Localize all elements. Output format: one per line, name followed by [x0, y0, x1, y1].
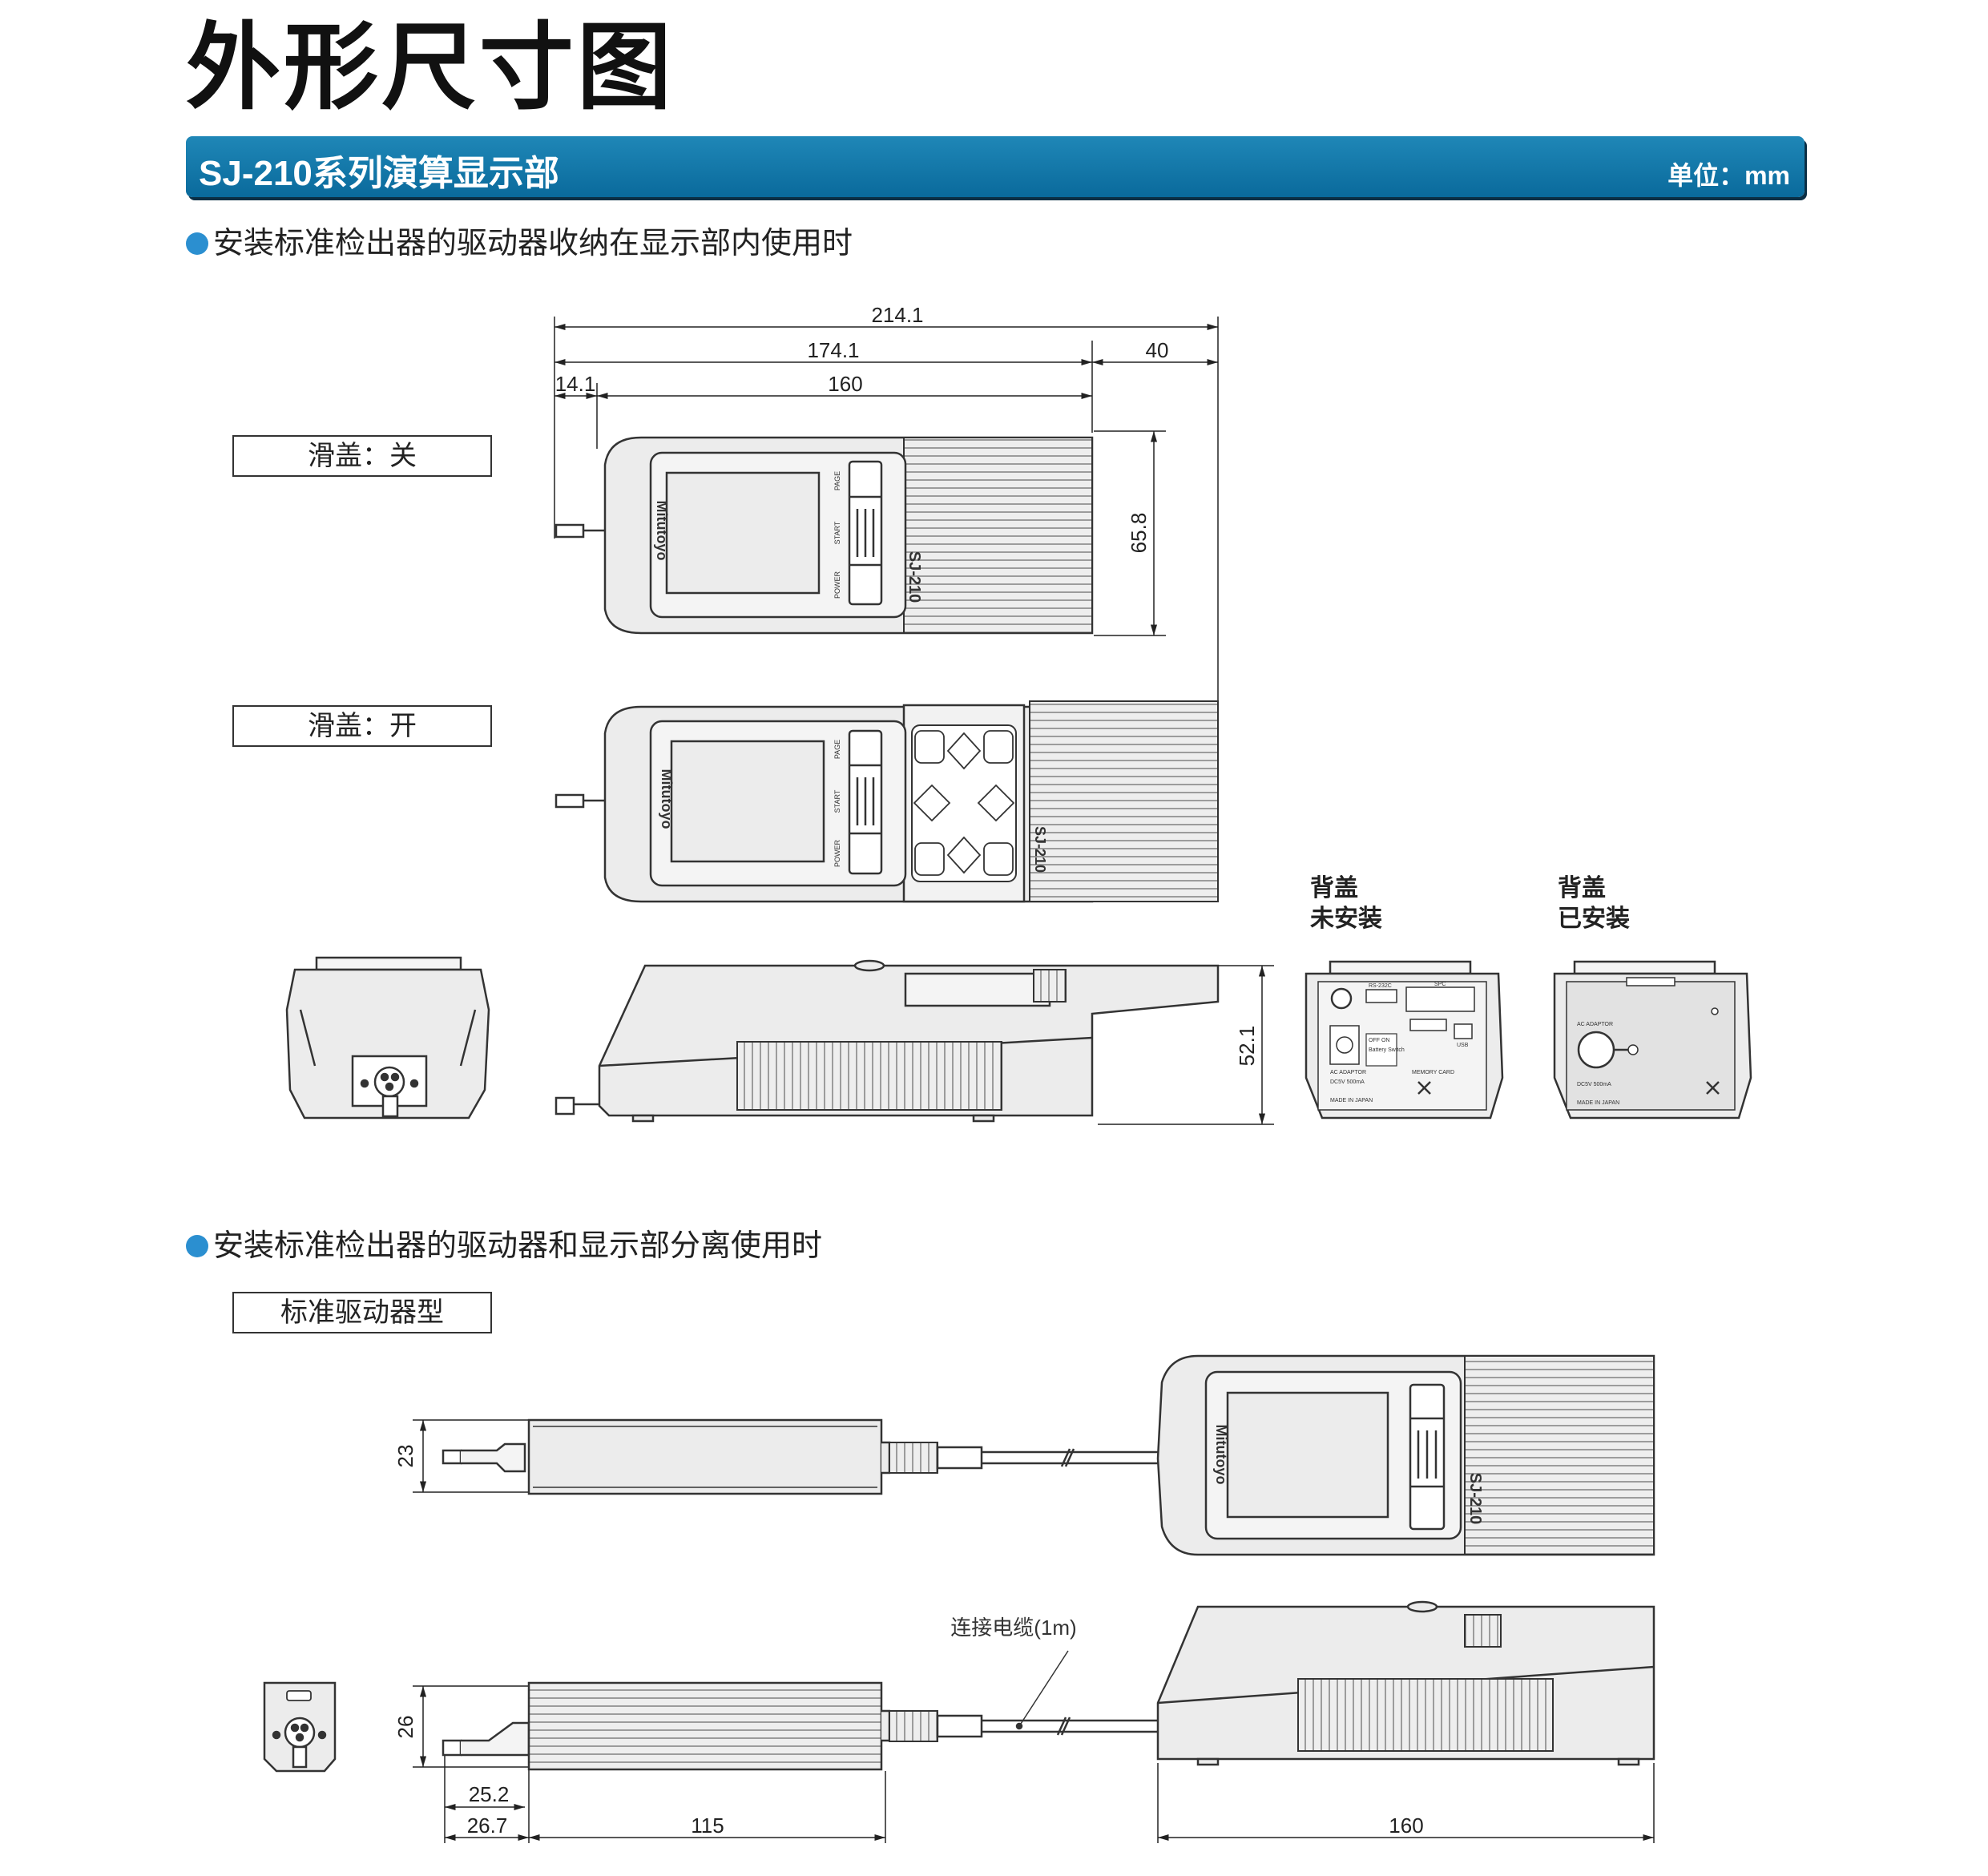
section2-heading-text: 安装标准检出器的驱动器和显示部分离使用时: [213, 1228, 823, 1263]
section2-heading: 安装标准检出器的驱动器和显示部分离使用时: [186, 1220, 822, 1265]
dimension-lines-section2: [413, 1419, 1655, 1843]
bullet-icon: [186, 1235, 208, 1257]
dim-214: 214.1: [871, 303, 923, 327]
unit-label: 单位：mm: [1667, 161, 1790, 190]
slide-open-label: 滑盖：开: [232, 705, 492, 747]
model-separated: SJ-210: [1466, 1473, 1484, 1525]
ac-adaptor-label-2: AC ADAPTOR: [1577, 1022, 1613, 1027]
rear-view-no-cover: [1304, 960, 1504, 1120]
dim-25: 25.2: [469, 1782, 510, 1806]
driver-top-view: [442, 1418, 1158, 1495]
rear-labels-no-cover: RS-232C SPC USB OFF ON Battery Switch AC…: [1330, 982, 1469, 1103]
brand-open: Mitutoyo: [659, 769, 675, 829]
rear-with-cover-label: 背盖 已安装: [1558, 873, 1630, 934]
dim-160: 160: [828, 372, 862, 396]
rear-with-cover-line1: 背盖: [1558, 874, 1606, 902]
rear-no-cover-line2: 未安装: [1310, 905, 1382, 933]
section1-heading-text: 安装标准检出器的驱动器收纳在显示部内使用时: [213, 225, 853, 260]
dim-160-b: 160: [1389, 1813, 1423, 1838]
dim-14: 14.1: [555, 372, 596, 396]
device-front-view: [285, 956, 490, 1120]
made-in-japan-2: MADE IN JAPAN: [1577, 1100, 1619, 1106]
rear-view-with-cover: [1553, 960, 1752, 1120]
section-bar: SJ-210系列演算显示部 单位：mm: [186, 136, 1805, 197]
section-bar-title: SJ-210系列演算显示部: [199, 154, 559, 193]
slide-closed-label: 滑盖：关: [232, 435, 492, 477]
dim-52: 52.1: [1235, 1026, 1259, 1067]
dim-26-7: 26.7: [467, 1813, 508, 1838]
driver-end-view: [263, 1681, 337, 1773]
page-title: 外形尺寸图: [186, 12, 675, 123]
page-closed: PAGE: [833, 471, 841, 490]
rs232-label: RS-232C: [1369, 983, 1392, 989]
rear-labels-with-cover: AC ADAPTOR DC5V 500mA MADE IN JAPAN: [1577, 1022, 1619, 1106]
dim-115: 115: [691, 1813, 724, 1838]
model-closed: SJ-210: [905, 551, 923, 603]
off-on-label: OFF ON: [1369, 1038, 1389, 1043]
rear-no-cover-line1: 背盖: [1310, 874, 1358, 902]
model-open: SJ-210: [1032, 826, 1048, 873]
memory-card-label: MEMORY CARD: [1412, 1070, 1454, 1075]
rear-with-cover-line2: 已安装: [1558, 905, 1630, 933]
dim-174: 174.1: [807, 338, 859, 362]
dim-26: 26: [393, 1716, 417, 1739]
standard-driver-label: 标准驱动器型: [232, 1292, 492, 1333]
start-open: START: [833, 789, 841, 813]
cable-label: 连接电缆(1m): [950, 1616, 1076, 1640]
dc-label-1: DC5V 500mA: [1330, 1079, 1365, 1085]
battery-switch-label: Battery Switch: [1369, 1047, 1405, 1053]
usb-label: USB: [1457, 1043, 1469, 1048]
spc-label: SPC: [1434, 982, 1446, 987]
dim-40: 40: [1146, 338, 1169, 362]
brand-closed: Mitutoyo: [654, 501, 670, 561]
dim-65: 65.8: [1127, 513, 1151, 554]
dim-23: 23: [393, 1445, 417, 1468]
display-side-view-separated: [1156, 1600, 1655, 1766]
rear-no-cover-label: 背盖 未安装: [1310, 873, 1382, 934]
driver-side-view: [442, 1650, 1158, 1771]
brand-separated: Mitutoyo: [1213, 1425, 1229, 1485]
made-in-japan-1: MADE IN JAPAN: [1330, 1098, 1373, 1103]
power-open: POWER: [833, 840, 841, 868]
page-open: PAGE: [833, 740, 841, 759]
device-side-view: [554, 959, 1220, 1123]
power-closed: POWER: [833, 571, 841, 599]
bullet-icon: [186, 232, 208, 255]
section1-heading: 安装标准检出器的驱动器收纳在显示部内使用时: [186, 218, 853, 262]
display-top-view-separated: [1156, 1354, 1655, 1556]
dc-label-2: DC5V 500mA: [1577, 1082, 1611, 1087]
device-open-top: [554, 700, 1219, 903]
ac-adaptor-label-1: AC ADAPTOR: [1330, 1070, 1366, 1075]
device-closed-top: [554, 436, 1094, 635]
start-closed: START: [833, 521, 841, 544]
